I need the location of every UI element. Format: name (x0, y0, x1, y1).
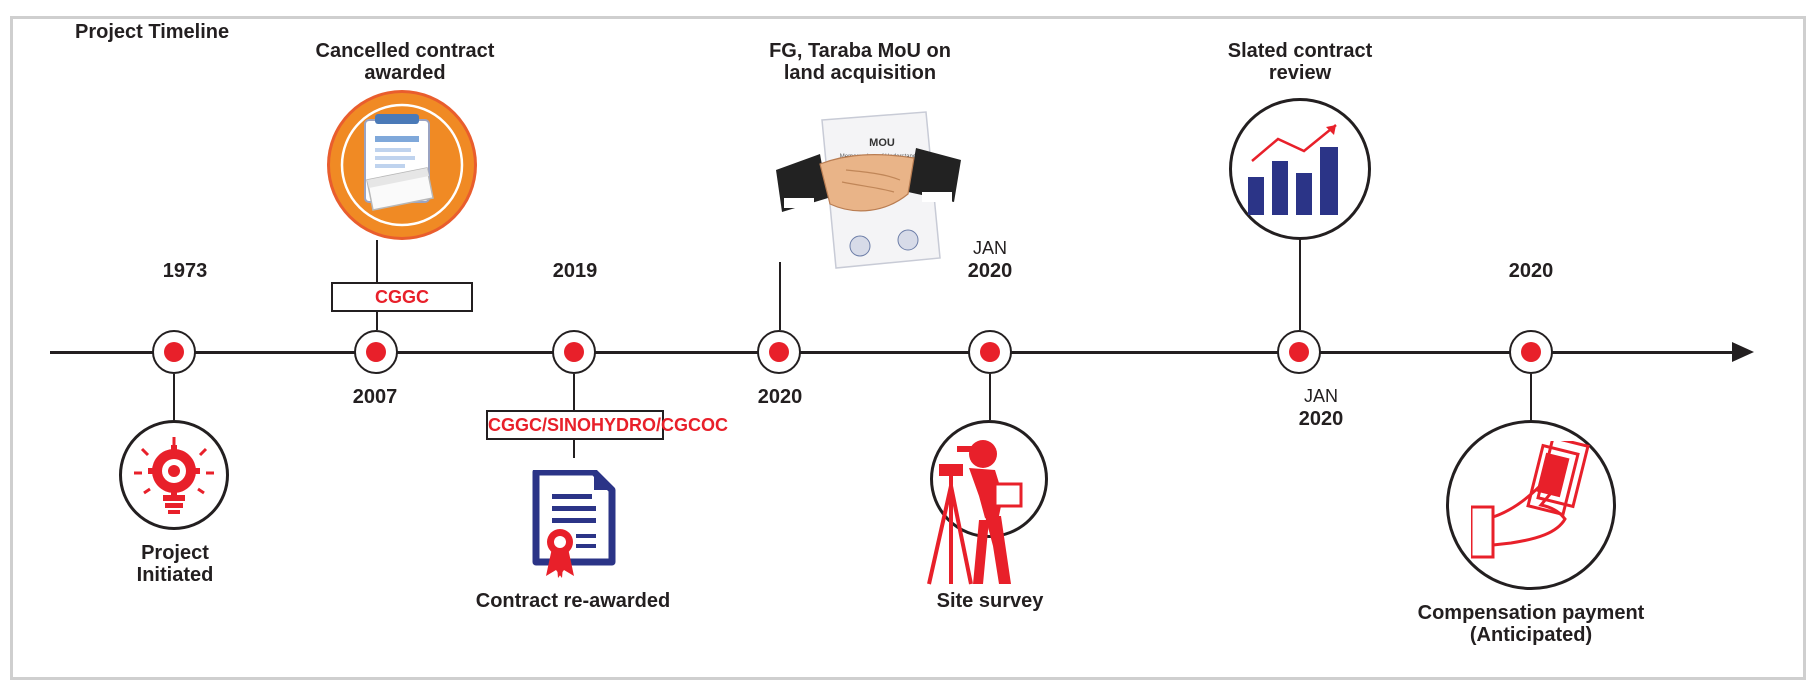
frame-title: Project Timeline (65, 21, 240, 44)
timeline-node-2007[interactable] (354, 330, 398, 374)
event-year-2019: 2019 (552, 260, 598, 282)
timeline-node-site-survey[interactable] (968, 330, 1012, 374)
event-month-contract-review: JAN (1303, 386, 1338, 406)
timeline-node-2019[interactable] (552, 330, 596, 374)
event-icon-circle (327, 90, 477, 240)
node-dot (1521, 342, 1541, 362)
event-label-project-initiated: Project Initiated (136, 542, 214, 586)
lightbulb-gear-icon (134, 437, 214, 514)
event-label-cancelled-contract: Cancelled contract awarded (315, 40, 495, 84)
event-label-site-survey: Site survey (936, 590, 1044, 612)
mou-handshake-icon: MOU Memorandum of Understanding (776, 111, 961, 269)
timeline-arrowhead (1732, 342, 1754, 362)
event-year-1973: 1973 (162, 260, 208, 282)
timeline-node-contract-review[interactable] (1277, 330, 1321, 374)
surveyor-icon (927, 440, 1023, 585)
node-dot (366, 342, 386, 362)
event-year-2020-mou: 2020 (757, 386, 803, 408)
connector-line (573, 440, 575, 458)
timeline-node-compensation[interactable] (1509, 330, 1553, 374)
connector-line (376, 312, 378, 330)
event-month-site-survey: JAN (972, 238, 1007, 258)
node-dot (564, 342, 584, 362)
event-icon-circle (119, 420, 229, 530)
mou-doc-title: MOU (869, 137, 895, 149)
certificate-icon (532, 470, 616, 578)
event-year-2007: 2007 (352, 386, 398, 408)
event-label-mou: FG, Taraba MoU on land acquisition (769, 40, 951, 84)
event-year-contract-review: 2020 (1298, 408, 1344, 430)
event-icon-circle (1446, 420, 1616, 590)
contractor-badge-cggc: CGGC (331, 282, 473, 312)
connector-line (779, 262, 781, 330)
cash-payment-icon (1471, 441, 1590, 559)
contractor-badge-cggc-sinohydro-cgcoc: CGGC/SINOHYDRO/CGCOC (486, 410, 728, 440)
connector-line (173, 374, 175, 420)
event-label-contract-review: Slated contract review (1227, 40, 1373, 84)
timeline-node-1973[interactable] (152, 330, 196, 374)
connector-line (573, 374, 575, 410)
event-icon-circle (1229, 98, 1371, 240)
connector-line (376, 240, 378, 287)
connector-line (989, 374, 991, 420)
node-dot (1289, 342, 1309, 362)
connector-line (1530, 374, 1532, 422)
connector-line (1299, 240, 1301, 330)
bar-chart-trend-icon (1248, 124, 1338, 215)
node-dot (164, 342, 184, 362)
event-label-contract-reawarded: Contract re-awarded (475, 590, 671, 612)
event-label-compensation: Compensation payment (Anticipated) (1417, 602, 1645, 646)
event-year-compensation: 2020 (1508, 260, 1554, 282)
timeline-axis (50, 351, 1734, 354)
node-dot (980, 342, 1000, 362)
timeline-frame: Project Timeline (10, 16, 1806, 680)
event-year-site-survey: 2020 (967, 260, 1013, 282)
timeline-node-2020-mou[interactable] (757, 330, 801, 374)
node-dot (769, 342, 789, 362)
clipboard-contract-icon (330, 93, 474, 237)
